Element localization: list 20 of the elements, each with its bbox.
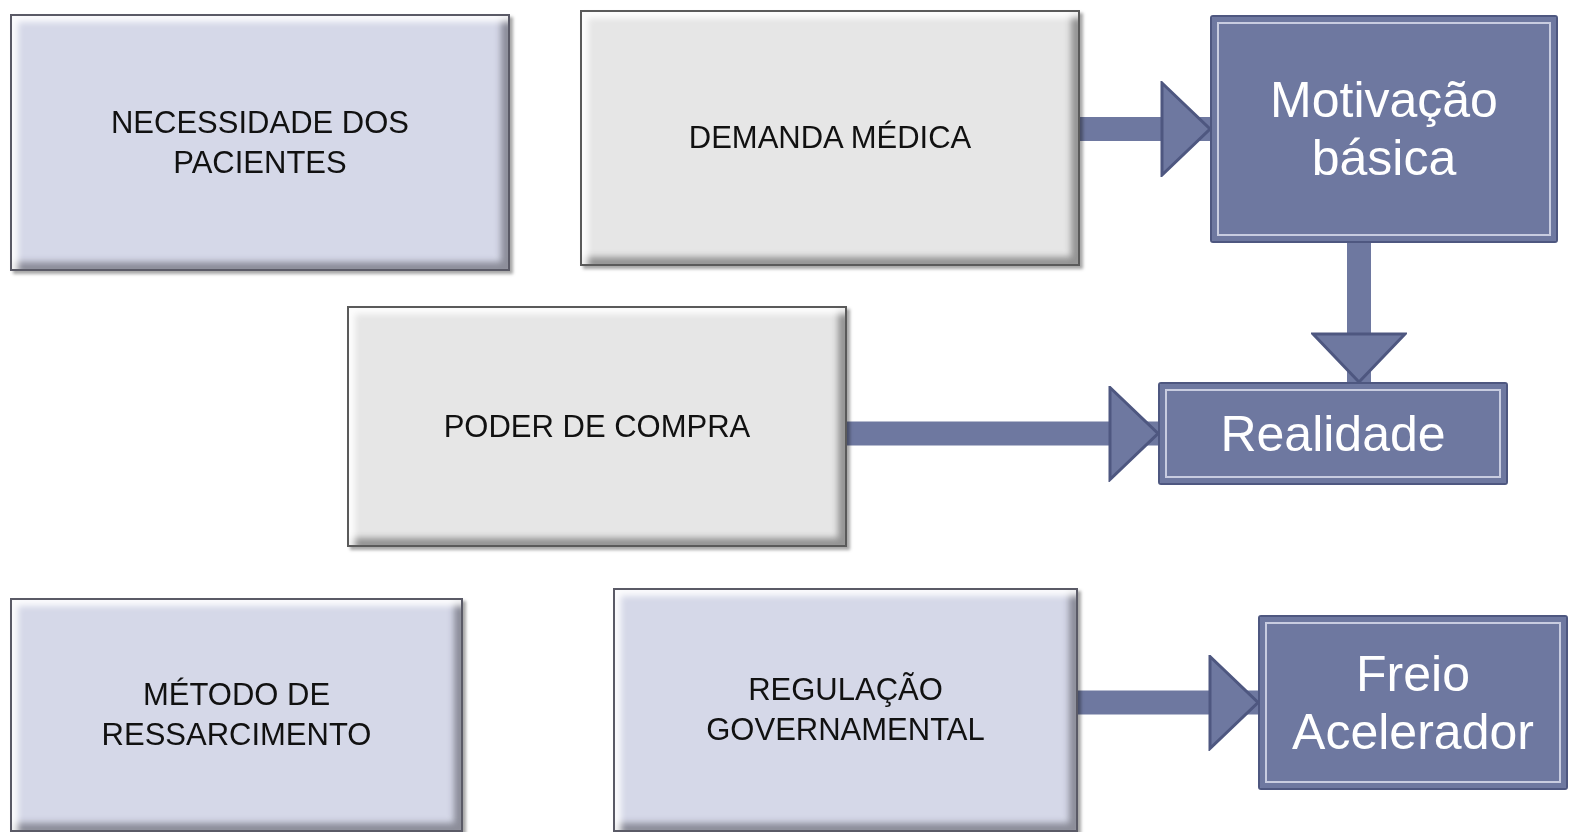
box-label: Freio Acelerador [1291,644,1535,761]
block-arrow [847,386,1160,481]
process-box [1210,15,1558,243]
box-label: NECESSIDADE DOS PACIENTES [110,103,410,182]
process-box [10,14,510,271]
process-box [1258,615,1568,790]
box-label: PODER DE COMPRA [443,407,751,446]
block-arrow [1078,655,1260,750]
process-box [1158,382,1508,485]
process-box [580,10,1080,266]
block-arrow [1311,243,1407,384]
box-label: Motivação básica [1269,71,1499,187]
box-label: MÉTODO DE RESSARCIMENTO [100,676,373,754]
process-box [347,306,847,547]
process-box [613,588,1078,832]
box-label: DEMANDA MÉDICA [688,119,972,157]
block-arrow [1080,81,1212,177]
box-label: REGULAÇÃO GOVERNAMENTAL [705,671,986,749]
box-label: Realidade [1220,404,1446,463]
process-box [10,598,463,832]
